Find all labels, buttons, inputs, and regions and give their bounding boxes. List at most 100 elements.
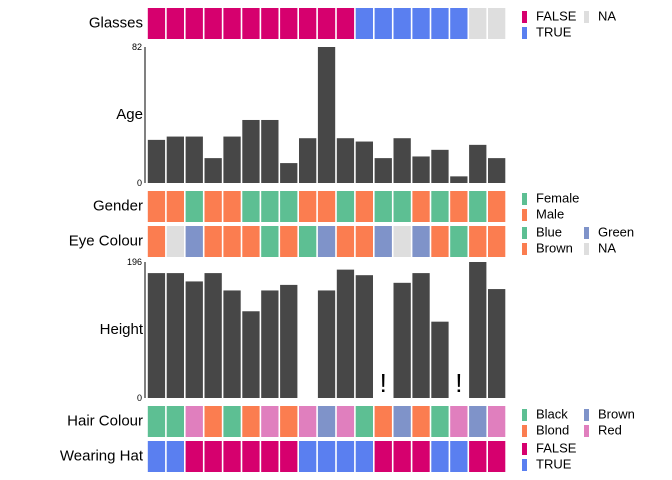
hair-colour-tile bbox=[450, 406, 468, 437]
legend-gender-female-label: Female bbox=[536, 190, 579, 205]
gender-tile bbox=[185, 191, 203, 222]
age-bar bbox=[336, 138, 355, 183]
eye-colour-tile bbox=[450, 226, 468, 257]
glasses-tile bbox=[223, 8, 241, 39]
age-bar bbox=[469, 144, 487, 183]
height-bar bbox=[185, 281, 203, 398]
wearing-hat-tile bbox=[280, 441, 298, 472]
wearing-hat-tile bbox=[204, 441, 222, 472]
gender-row-label: Gender bbox=[93, 197, 143, 214]
glasses-tile bbox=[317, 8, 336, 39]
gender-tile bbox=[488, 191, 506, 222]
hair-colour-tile bbox=[280, 406, 298, 437]
glasses-tile bbox=[431, 8, 449, 39]
glasses-tile bbox=[450, 8, 468, 39]
glasses-tile bbox=[336, 8, 355, 39]
eye-colour-tile bbox=[336, 226, 355, 257]
gender-tile bbox=[374, 191, 392, 222]
legend-glasses-false-swatch bbox=[522, 11, 527, 23]
eye-colour-tile bbox=[488, 226, 506, 257]
hair-colour-tile bbox=[185, 406, 203, 437]
gender-tile bbox=[317, 191, 336, 222]
eye-colour-tile bbox=[166, 226, 184, 257]
wearing-hat-tile bbox=[261, 441, 279, 472]
glasses-tile bbox=[299, 8, 317, 39]
legend-hair-blond-swatch bbox=[522, 425, 527, 437]
legend-hat-true-swatch bbox=[522, 459, 527, 471]
age-bar bbox=[147, 139, 166, 183]
wearing-hat-tile bbox=[450, 441, 468, 472]
hair-colour-tile bbox=[317, 406, 336, 437]
height-tick-max: 196 bbox=[127, 257, 142, 267]
glasses-tile bbox=[355, 8, 373, 39]
legend-hair-brown-swatch bbox=[584, 409, 589, 421]
height-bar bbox=[469, 262, 487, 398]
wearing-hat-tile bbox=[412, 441, 430, 472]
eye-colour-tile bbox=[355, 226, 373, 257]
wearing-hat-tile bbox=[374, 441, 392, 472]
eye-colour-tile bbox=[223, 226, 241, 257]
legend-hair-blond-label: Blond bbox=[536, 422, 569, 437]
legend-glasses-false-label: FALSE bbox=[536, 8, 577, 23]
hair-colour-tile bbox=[431, 406, 449, 437]
legend-hat-true-label: TRUE bbox=[536, 456, 572, 471]
age-tick-min: 0 bbox=[137, 178, 142, 188]
legend-eye-brown-label: Brown bbox=[536, 240, 573, 255]
wearing-hat-row-label: Wearing Hat bbox=[60, 447, 144, 464]
eye-colour-tile bbox=[431, 226, 449, 257]
glasses-tile bbox=[412, 8, 430, 39]
height-missing-marker: ! bbox=[380, 368, 387, 398]
glasses-tile bbox=[393, 8, 411, 39]
age-bar bbox=[204, 158, 222, 183]
legend-gender-male-swatch bbox=[522, 209, 527, 221]
age-tick-max: 82 bbox=[132, 42, 142, 52]
gender-tile bbox=[166, 191, 184, 222]
wearing-hat-tile bbox=[469, 441, 487, 472]
age-bar bbox=[355, 141, 373, 183]
gender-tile bbox=[223, 191, 241, 222]
legend-hair-brown-label: Brown bbox=[598, 406, 635, 421]
glasses-tile bbox=[374, 8, 392, 39]
glasses-tile bbox=[261, 8, 279, 39]
hair-colour-tile bbox=[374, 406, 392, 437]
hair-colour-row-label: Hair Colour bbox=[67, 412, 143, 429]
legend-eye-green-label: Green bbox=[598, 224, 634, 239]
wearing-hat-tile bbox=[166, 441, 184, 472]
legend-hair-black-swatch bbox=[522, 409, 527, 421]
height-bar bbox=[355, 275, 373, 398]
glasses-tile bbox=[488, 8, 506, 39]
legend-eye-blue-swatch bbox=[522, 227, 527, 239]
wearing-hat-tile bbox=[299, 441, 317, 472]
legend-hair-red-swatch bbox=[584, 425, 589, 437]
gender-tile bbox=[355, 191, 373, 222]
height-bar bbox=[223, 290, 241, 398]
gender-tile bbox=[204, 191, 222, 222]
height-bar bbox=[147, 273, 166, 398]
glasses-row-label: Glasses bbox=[89, 14, 143, 31]
legend-gender-female-swatch bbox=[522, 193, 527, 205]
age-bar bbox=[242, 119, 260, 183]
glasses-tile bbox=[242, 8, 260, 39]
glasses-tile bbox=[469, 8, 487, 39]
gender-tile bbox=[412, 191, 430, 222]
legend-glasses-na-label: NA bbox=[598, 8, 616, 23]
legend-eye-na-label: NA bbox=[598, 240, 616, 255]
hair-colour-tile bbox=[147, 406, 166, 437]
wearing-hat-tile bbox=[355, 441, 373, 472]
eye-colour-tile bbox=[261, 226, 279, 257]
hair-colour-tile bbox=[204, 406, 222, 437]
age-bar bbox=[374, 158, 392, 183]
glasses-tile bbox=[147, 8, 166, 39]
gender-tile bbox=[299, 191, 317, 222]
height-bar bbox=[242, 311, 260, 398]
legend-hat-false-label: FALSE bbox=[536, 440, 577, 455]
eye-colour-tile bbox=[147, 226, 166, 257]
hair-colour-tile bbox=[261, 406, 279, 437]
hair-colour-tile bbox=[412, 406, 430, 437]
height-bar bbox=[166, 273, 184, 398]
legend-gender-male-label: Male bbox=[536, 206, 564, 221]
age-bar bbox=[450, 176, 468, 183]
age-bar bbox=[223, 136, 241, 183]
